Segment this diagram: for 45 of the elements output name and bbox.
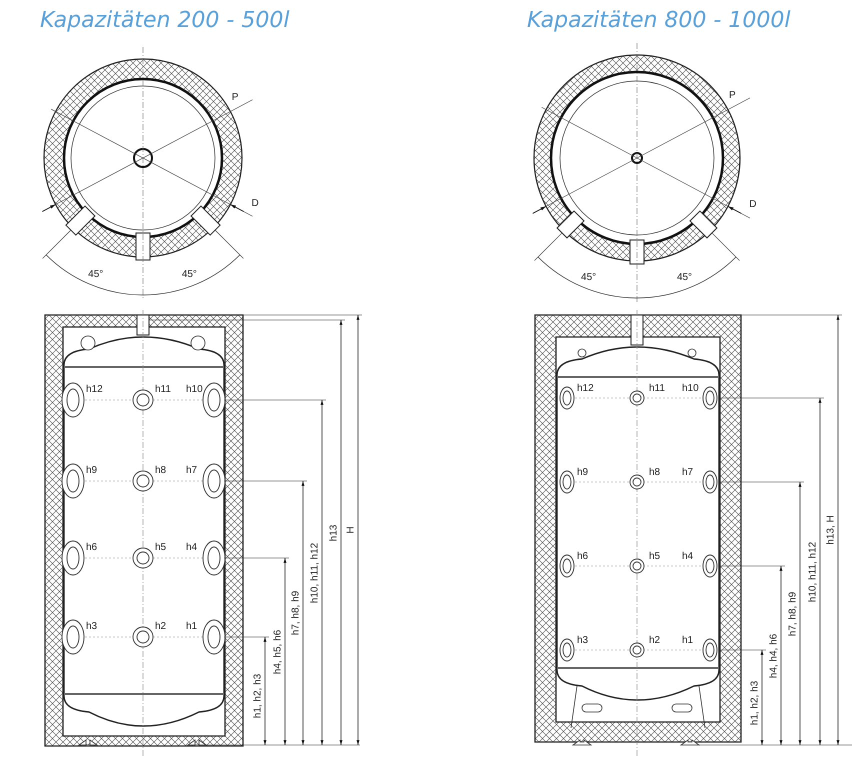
port-label: h11 — [155, 384, 171, 395]
port-label: h12 — [577, 383, 594, 394]
dimension-label: h7, h8, h9 — [290, 590, 302, 636]
dimension-label: h13 — [328, 524, 340, 541]
port-label: h3 — [577, 635, 588, 646]
dimension-label: h1, h2, h3 — [252, 674, 264, 718]
dimension-label: h7, h8, h9 — [788, 591, 798, 636]
port-label: h2 — [155, 621, 166, 632]
port-label: h2 — [649, 635, 660, 646]
dimension-label: D — [251, 198, 259, 209]
port-label: h1 — [186, 621, 198, 632]
dimension-label: h13, H — [826, 515, 836, 545]
dimension-label: P — [232, 92, 238, 104]
dimension-label: P — [729, 90, 736, 101]
port-label: h1 — [682, 635, 694, 646]
port-label: h8 — [155, 465, 166, 476]
port-label: h11 — [649, 383, 665, 394]
dimension-label: h4, h5, h6 — [272, 629, 284, 674]
port-label: h5 — [649, 551, 660, 562]
angle-label: 45° — [182, 268, 197, 280]
port-label: h7 — [186, 465, 198, 476]
port-label: h10 — [682, 383, 699, 394]
heading: Kapazitäten 200 - 500l — [40, 8, 290, 34]
angle-label: 45° — [581, 272, 596, 283]
port-label: h8 — [649, 467, 660, 478]
port-label: h6 — [86, 542, 98, 553]
port-label: h7 — [682, 467, 694, 478]
port-label: h4 — [682, 551, 694, 562]
angle-label: 45° — [88, 268, 104, 280]
port-label: h10 — [186, 384, 203, 395]
dimension-label: h10, h11, h12 — [808, 541, 818, 602]
dimension-label: h1, h2, h3 — [750, 680, 760, 725]
port-label: h3 — [86, 621, 98, 632]
dimension-label: h4, h4, h6 — [768, 633, 780, 678]
dimension-label: h10, h11, h12 — [310, 542, 320, 603]
dimension-label: D — [749, 199, 756, 210]
heading: Kapazitäten 800 - 1000l — [527, 8, 790, 34]
dimension-label: H — [346, 526, 356, 534]
angle-label: 45° — [676, 272, 692, 283]
port-label: h9 — [577, 467, 588, 478]
port-label: h9 — [86, 465, 98, 476]
port-label: h5 — [155, 542, 166, 553]
port-label: h12 — [86, 384, 103, 395]
port-label: h6 — [577, 551, 588, 562]
port-label: h4 — [186, 542, 198, 553]
